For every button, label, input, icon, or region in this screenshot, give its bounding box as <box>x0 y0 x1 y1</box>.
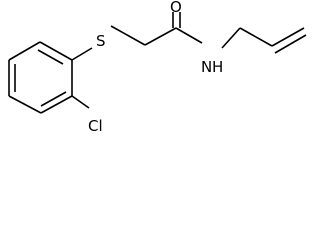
ring-bond <box>40 95 73 114</box>
sulfur-label: S <box>96 32 106 50</box>
oxygen-label: O <box>170 0 182 16</box>
molecule-diagram: S O N H Cl <box>8 0 307 135</box>
ch2-carbonyl-bond <box>144 27 177 46</box>
ring-bond <box>8 95 42 114</box>
n-ch2-bond <box>221 27 241 49</box>
vinyl-double-bond <box>271 27 305 47</box>
allyl-bond <box>239 27 273 47</box>
s-ch2-bond <box>110 25 146 46</box>
hydrogen-label: H <box>212 58 223 76</box>
benzene-ring <box>8 41 73 114</box>
c-s-bond <box>71 47 93 61</box>
ring-bond <box>39 41 73 61</box>
vinyl-double-bond <box>274 34 307 54</box>
c-n-bond <box>175 27 203 44</box>
chlorine-label: Cl <box>88 117 103 135</box>
ring-double-bond <box>37 49 64 65</box>
nitrogen-label: N <box>201 58 212 76</box>
ring-bond <box>8 41 41 61</box>
c-cl-bond <box>71 95 90 109</box>
ring-double-bond <box>40 91 67 107</box>
